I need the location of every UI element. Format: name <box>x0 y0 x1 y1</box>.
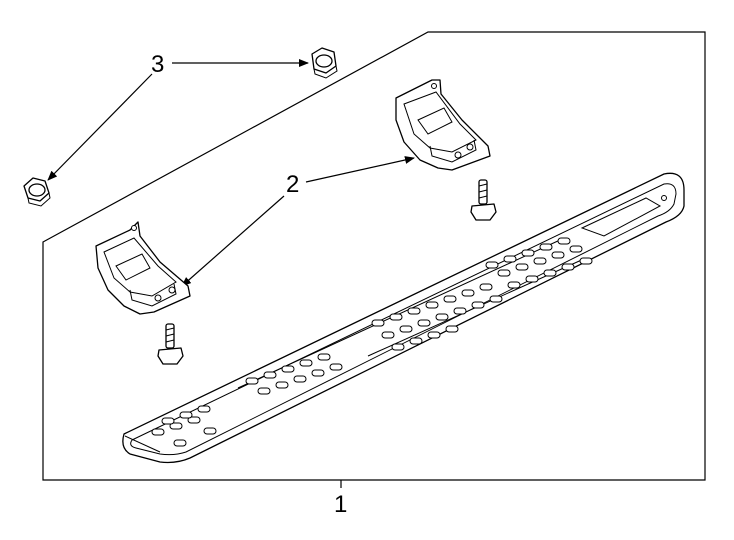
flange-nut-left <box>23 177 51 207</box>
callout-2-leader-left <box>181 195 285 287</box>
callout-3-label: 3 <box>151 51 164 78</box>
callout-2-label: 2 <box>286 171 299 198</box>
assembly-frame <box>42 31 706 481</box>
bracket-right <box>395 79 491 171</box>
callout-2-leader-right <box>305 156 415 183</box>
bolt-left <box>157 323 184 365</box>
bolt-right <box>470 179 497 221</box>
bracket-left <box>95 221 191 315</box>
running-board-slots <box>151 237 593 447</box>
callout-3-leader-left <box>47 73 153 181</box>
flange-nut-top <box>311 47 338 79</box>
running-board <box>122 172 685 464</box>
callout-1-label: 1 <box>334 491 347 518</box>
